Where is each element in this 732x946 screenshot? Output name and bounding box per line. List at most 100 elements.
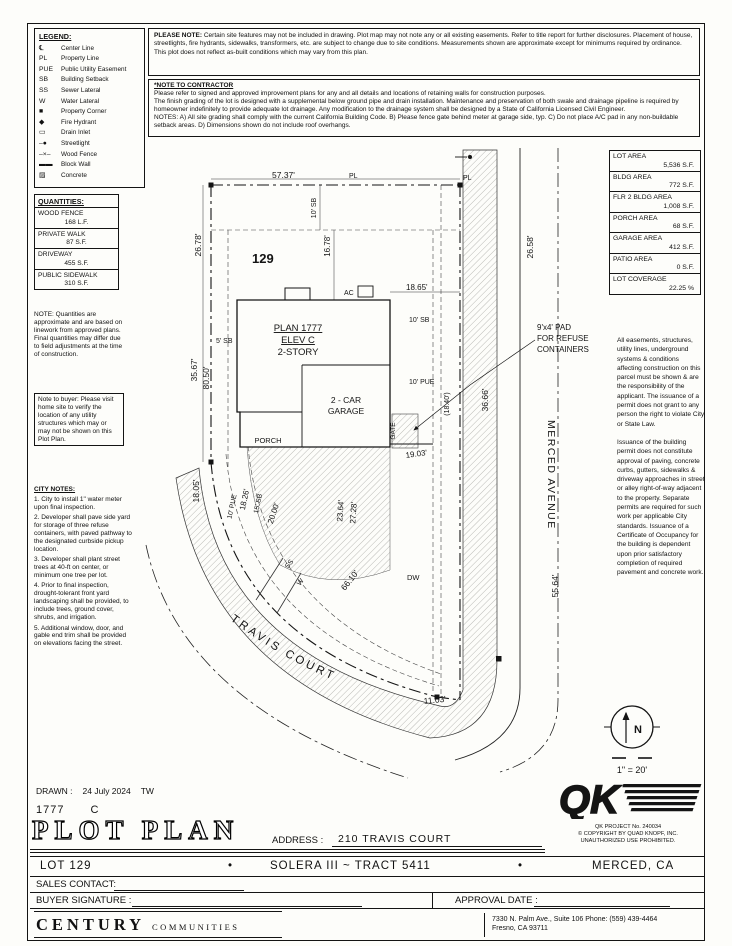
fire-hydrant-symbol [496,656,502,662]
legend-label: Public Utility Easement [61,65,127,73]
legend-label: Streetlight [61,139,90,147]
sales-contact-line [114,890,244,891]
quantity-value: 168 L.F. [64,218,89,226]
approval-date-label: APPROVAL DATE : [455,895,538,906]
area-value: 68 S.F. [672,223,694,230]
plan-label: 36.66' [480,388,490,411]
property-corner-markers [208,182,463,700]
plan-label: 10' SB [409,317,430,324]
legend-label: Center Line [61,44,95,52]
legend-symbol: ◆ [39,118,45,126]
sidewalk-concrete [175,149,498,739]
legend-symbol: –● [39,139,47,147]
drawn-date: 24 July 2024 [82,786,131,796]
legend-item: PUE Public Utility Easement [39,65,140,76]
legend-symbol: SS [39,86,49,94]
legend-label: Sewer Lateral [61,86,101,94]
title-rule [30,849,545,853]
merced-curb-line [454,148,521,761]
legend-symbol: ▭ [39,129,46,137]
plan-label: GATE [390,422,397,440]
plan-label: 35.67' [189,358,199,381]
qk-mark: QK [559,779,622,819]
contractor-note-box: *NOTE TO CONTRACTOR Please refer to sign… [148,79,700,137]
city-note-item: 3. Developer shall plant street trees at… [34,556,120,580]
plan-label: 10' PUE [227,493,239,519]
lot-band-bottom-rule [30,876,704,877]
footer-address-line1: 7330 N. Palm Ave., Suite 106 Phone: (559… [492,916,658,923]
plan-label: ELEV C [281,335,315,346]
utility-laterals [255,557,302,614]
separator-bullet: • [228,860,234,872]
legend-label: Water Lateral [61,97,100,105]
approval-date-line [534,906,670,907]
plan-label: 1" = 20' [617,765,647,775]
area-label: GARAGE AREA [613,235,663,242]
lot-boundary [210,184,461,701]
north-arrow: N [604,705,660,759]
area-value: 772 S.F. [669,182,694,189]
legend-item: –×– Wood Fence [39,150,140,161]
sheet-title: PLOT PLAN [31,814,240,845]
plan-label: PLAN 1777 [274,323,323,334]
legend-symbol: –×– [39,150,51,158]
city-notes-list: 1. City to install 1" water meter upon f… [34,496,132,648]
legend-label: Fire Hydrant [61,118,97,126]
plan-label: 26.78' [193,233,203,256]
area-label: PATIO AREA [613,255,653,263]
plan-label: FOR REFUSE [537,334,589,343]
contractor-note-p3: NOTES: A) All site grading shall comply … [154,114,679,130]
address-value: 210 TRAVIS COURT [338,833,452,845]
legal-paragraph-1: All easements, structures, utility lines… [617,337,705,428]
plan-label: (18.40') [444,392,451,416]
city-note-item: 1. City to install 1" water meter upon f… [34,495,122,511]
merced-centerline [499,148,559,773]
legend-symbol: PUE [39,65,53,73]
contractor-note-p1: Please refer to signed and approved impr… [154,90,546,98]
legend-symbol: PL [39,55,48,63]
quantity-label: PUBLIC SIDEWALK [38,271,98,279]
legend-label: Building Setback [61,76,109,84]
please-note-heading: PLEASE NOTE: [154,32,203,39]
legend-label: Drain Inlet [61,129,91,137]
plan-label: 80.50' [201,366,211,389]
refuse-pad [391,413,419,449]
legend-label: Wood Fence [61,150,98,158]
lot-band-top-rule [30,856,704,857]
quantity-value: 87 S.F. [66,239,87,246]
house-footprint [236,285,433,448]
address-label: ADDRESS : [272,835,324,846]
city-note-item: 4. Prior to final inspection, drought-to… [34,582,129,622]
century-name: CENTURY [36,915,146,934]
drawn-by: TW [140,786,154,796]
legend-symbol: ▬▬ [39,161,53,169]
sales-contact-label: SALES CONTACT: [36,879,117,890]
plan-label: 2-STORY [278,347,319,358]
plan-label: 18.05' [191,479,201,502]
qk-copyright: © COPYRIGHT BY QUAD KNOPF, INC. [578,831,678,837]
contractor-note-p2: The finish grading of the lot is designe… [154,98,679,114]
plan-label: 19.03' [405,448,428,460]
driveway-hatch [246,446,391,581]
buyer-signature-line [132,906,362,907]
qk-prohibited: UNAUTHORIZED USE PROHIBITED. [580,838,676,844]
plan-label: 18.26' [238,488,251,511]
plan-label: 129 [252,251,274,266]
refuse-pad-leader [413,339,536,431]
plan-label: GARAGE [328,406,365,416]
legend-symbol: SB [39,76,49,84]
